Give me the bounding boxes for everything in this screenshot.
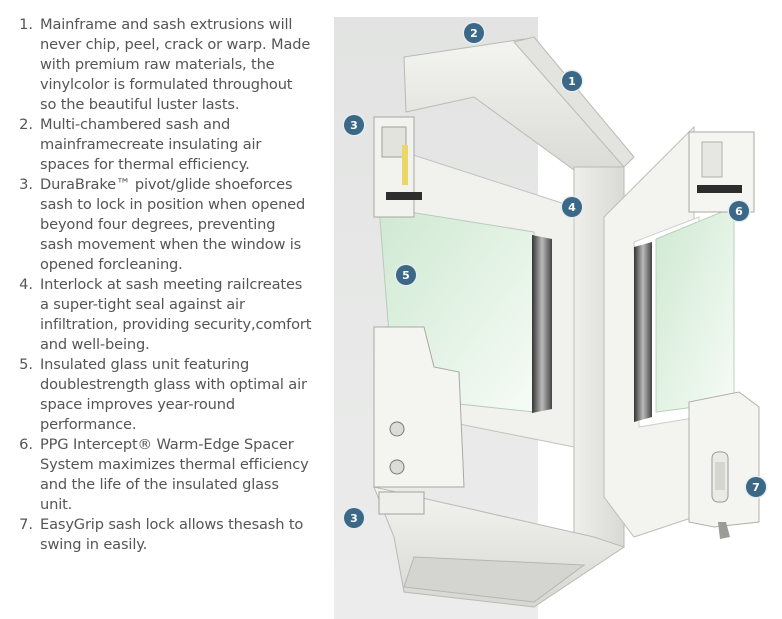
feature-number: 7. [19,516,33,533]
callout-badge-4: 4 [562,197,582,217]
feature-item-3: 3. DuraBrake™ pivot/glide shoeforces sas… [0,175,330,275]
feature-list: 1. Mainframe and sash extrusions will ne… [0,15,330,555]
feature-item-4: 4. Interlock at sash meeting railcreates… [0,275,330,355]
feature-text: EasyGrip sash lock allows thesash to swi… [40,516,304,553]
callout-badge-2: 2 [464,23,484,43]
window-cutaway-illustration: 1 2 3 4 5 6 3 7 [334,17,782,619]
feature-number: 5. [19,356,33,373]
callout-badge-7: 7 [746,477,766,497]
feature-number: 4. [19,276,33,293]
feature-number: 2. [19,116,33,133]
callout-badge-3-bottom: 3 [344,508,364,528]
window-frame-drawing [373,36,760,608]
feature-number: 6. [19,436,33,453]
callout-badge-3-top: 3 [344,115,364,135]
callout-badge-1: 1 [562,71,582,91]
feature-number: 1. [19,16,33,33]
callout-badge-5: 5 [396,265,416,285]
callout-badge-6: 6 [729,201,749,221]
feature-text: PPG Intercept® Warm-Edge Spacer System m… [40,436,309,513]
feature-item-2: 2. Multi-chambered sash and mainframecre… [0,115,330,175]
feature-text: Mainframe and sash extrusions will never… [40,16,311,113]
feature-item-6: 6. PPG Intercept® Warm-Edge Spacer Syste… [0,435,330,515]
feature-item-5: 5. Insulated glass unit featuring double… [0,355,330,435]
feature-text: Interlock at sash meeting railcreates a … [40,276,312,353]
feature-text: Multi-chambered sash and mainframecreate… [40,116,262,173]
feature-item-1: 1. Mainframe and sash extrusions will ne… [0,15,330,115]
feature-item-7: 7. EasyGrip sash lock allows thesash to … [0,515,330,555]
feature-text: Insulated glass unit featuring doublestr… [40,356,307,433]
feature-number: 3. [19,176,33,193]
feature-text: DuraBrake™ pivot/glide shoeforces sash t… [40,176,306,273]
